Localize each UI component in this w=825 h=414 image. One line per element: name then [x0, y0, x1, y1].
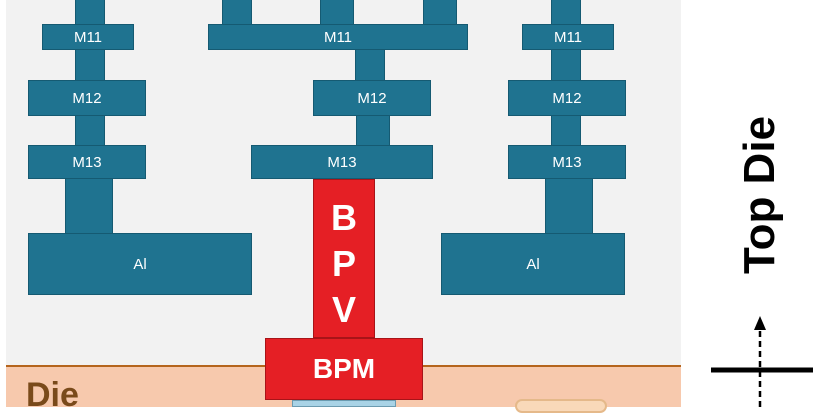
bpv-letter-v: V: [331, 289, 356, 330]
orientation-axis: [711, 316, 813, 407]
center-m11: M11: [208, 24, 468, 50]
center-via-top-1: [222, 0, 252, 24]
center-via-m12-m13: [356, 116, 390, 145]
left-via-m11-m12: [75, 50, 105, 80]
orientation-panel: [681, 0, 825, 407]
right-m12: M12: [508, 80, 626, 116]
bpv-via: B P V: [313, 179, 375, 338]
right-via-m12-m13: [551, 116, 581, 145]
left-m12: M12: [28, 80, 146, 116]
right-al-pad: Al: [441, 233, 625, 295]
left-al-pad: Al: [28, 233, 252, 295]
center-via-top-3: [423, 0, 457, 24]
center-m13: M13: [251, 145, 433, 179]
top-die-label: Top Die: [735, 115, 784, 275]
bpv-letter-b: B: [331, 197, 357, 238]
bpm-underlying-layer: [292, 400, 396, 407]
left-m13: M13: [28, 145, 146, 179]
center-via-m11-m12: [355, 50, 385, 80]
right-via-m13-al: [545, 179, 593, 233]
axis-arrowhead-icon: [754, 316, 766, 330]
die-label: Die: [26, 376, 79, 414]
left-via-m12-m13: [75, 116, 105, 145]
bpv-letter-p: P: [331, 243, 356, 284]
right-m13: M13: [508, 145, 626, 179]
center-via-top-2: [320, 0, 354, 24]
center-m12: M12: [313, 80, 431, 116]
left-via-top: [75, 0, 105, 24]
bottom-die-bump: [515, 399, 607, 413]
left-via-m13-al: [65, 179, 113, 233]
right-via-top: [551, 0, 581, 24]
right-via-m11-m12: [551, 50, 581, 80]
left-m11: M11: [42, 24, 134, 50]
right-m11: M11: [522, 24, 614, 50]
bpm-block: BPM: [265, 338, 423, 400]
